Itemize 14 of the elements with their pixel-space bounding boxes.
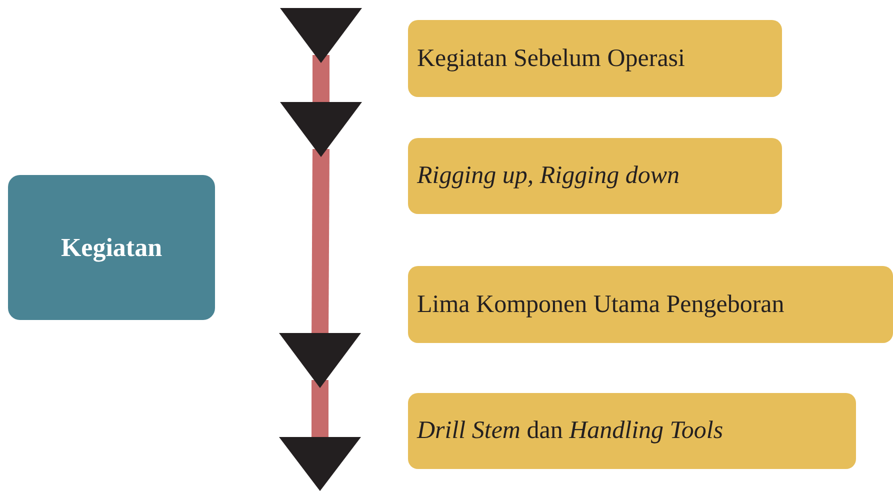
triangle-marker	[280, 8, 362, 63]
box-text: Kegiatan Sebelum Operasi	[417, 44, 685, 72]
box-text: Lima Komponen Utama Pengeboran	[417, 290, 784, 318]
triangle-marker	[280, 102, 362, 157]
box-text: Drill Stem dan Handling Tools	[417, 417, 724, 445]
activity-box	[408, 266, 893, 343]
box-text: Rigging up, Rigging down	[417, 162, 680, 190]
box-text: Kegiatan	[60, 232, 162, 262]
activity-box	[408, 20, 782, 97]
triangle-marker	[279, 437, 361, 491]
topic-box	[8, 175, 215, 320]
triangle-marker	[279, 333, 361, 388]
activity-box	[408, 393, 856, 469]
activity-box	[408, 138, 782, 214]
